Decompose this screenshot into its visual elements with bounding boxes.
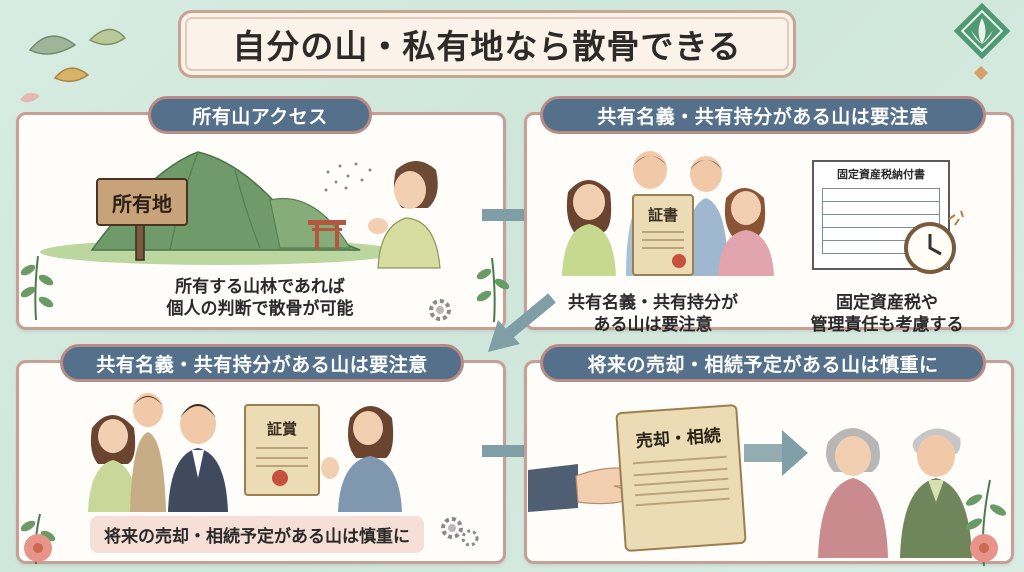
- panel1-caption-line1: 所有する山林であれば: [175, 277, 345, 297]
- panel3-caption-label: 将来の売却・相続予定がある山は慎重に: [104, 527, 410, 547]
- panel2-header-label: 共有名義・共有持分がある山は要注意: [597, 105, 929, 128]
- sign-board: 所有地: [96, 178, 188, 226]
- seal-icon: [672, 254, 686, 268]
- arrow-down-left-icon: [488, 293, 556, 352]
- panel1-caption: 所有する山林であれば 個人の判断で散骨が可能: [120, 276, 400, 320]
- page-title: 自分の山・私有地なら散骨できる: [232, 27, 742, 66]
- award-certificate-label: 証賞: [266, 420, 297, 438]
- panel2-caption-right-line1: 固定資産税や: [836, 293, 938, 313]
- fern-decoration-right-top: [476, 257, 510, 323]
- scroll-label: 売却・相続: [635, 426, 722, 453]
- gear-icon: [441, 517, 479, 547]
- panel3-caption: 将来の売却・相続予定がある山は慎重に: [90, 516, 424, 553]
- tax-slip-title: 固定資産税納付書: [837, 168, 925, 181]
- woman-scattering-illustration: [324, 161, 441, 269]
- fern-decoration-left-top: [20, 255, 54, 321]
- panel2-caption-right-line2: 管理責任も考慮する: [810, 315, 964, 335]
- flower-decoration-bottom-left: [20, 513, 56, 565]
- title-banner: 自分の山・私有地なら散骨できる: [178, 10, 796, 78]
- certificate-document: 証書: [632, 194, 694, 276]
- sale-inheritance-scroll: 売却・相続: [615, 403, 747, 553]
- group-with-certificate-illustration: [88, 393, 402, 512]
- panel1-header: 所有山アクセス: [148, 96, 372, 134]
- transfer-arrow-icon: [744, 430, 808, 476]
- panel2-header: 共有名義・共有持分がある山は要注意: [540, 96, 986, 134]
- panel2-caption-left-line1: 共有名義・共有持分が: [568, 293, 738, 313]
- elderly-couple-illustration: [818, 428, 972, 558]
- alert-sparkle-icon: [948, 210, 964, 226]
- panel3-header: 共有名義・共有持分がある山は要注意: [60, 344, 464, 382]
- panel1-header-label: 所有山アクセス: [192, 105, 328, 128]
- award-certificate: 証賞: [244, 404, 320, 496]
- panel1-caption-line2: 個人の判断で散骨が可能: [166, 299, 354, 319]
- clock-icon: [904, 222, 956, 274]
- sign-label: 所有地: [112, 191, 172, 216]
- panel2-caption-left: 共有名義・共有持分が ある山は要注意: [560, 292, 746, 336]
- panel2-caption-left-line2: ある山は要注意: [593, 315, 713, 335]
- panel4-header-label: 将来の売却・相続予定がある山は慎重に: [587, 353, 939, 376]
- flower-decoration-bottom-right: [965, 479, 1007, 567]
- seal-icon: [272, 470, 288, 486]
- panel4-header: 将来の売却・相続予定がある山は慎重に: [540, 344, 986, 382]
- gear-icon-top: [429, 299, 451, 321]
- panel3-header-label: 共有名義・共有持分がある山は要注意: [96, 353, 428, 376]
- certificate-label: 証書: [647, 206, 678, 224]
- panel2-caption-right: 固定資産税や 管理責任も考慮する: [792, 292, 982, 336]
